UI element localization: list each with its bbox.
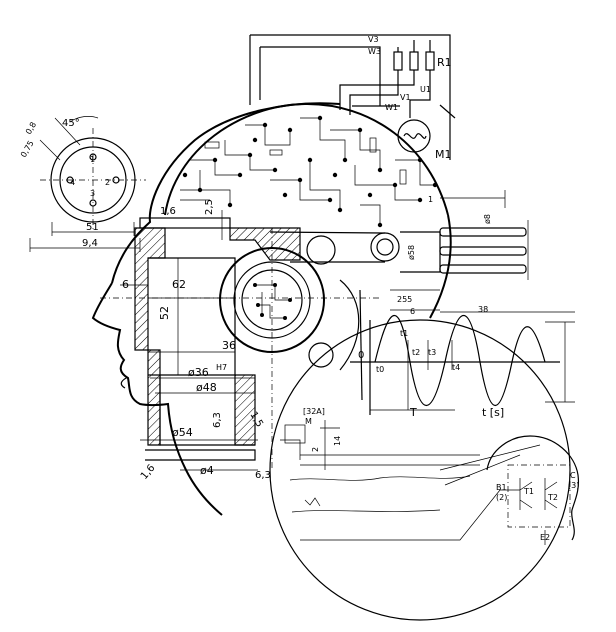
transistor-head: [439, 435, 580, 545]
label-d63b: 6,3: [255, 470, 271, 481]
label-d25: 2,5: [204, 199, 215, 215]
label-w3: W3: [368, 47, 381, 56]
label-d6b: 6: [410, 307, 415, 316]
label-e2: E2: [540, 533, 550, 542]
label-phi4: ø4: [200, 464, 214, 477]
label-m32a: [32A]: [303, 407, 325, 416]
label-pin3: 3: [90, 189, 95, 198]
label-u1: U1: [420, 85, 431, 94]
label-pin2: 2: [105, 178, 110, 187]
label-d38: 38: [478, 305, 488, 314]
dimension-lines: [120, 210, 575, 471]
label-h7: H7: [216, 363, 227, 372]
label-t2: t2: [412, 348, 420, 357]
label-d075: 0,75: [19, 139, 36, 159]
label-T: T: [409, 406, 417, 419]
label-t0: t0: [376, 365, 384, 374]
label-d1: 1: [428, 195, 433, 204]
label-phi8: ø8: [483, 214, 492, 224]
label-t4: t4: [452, 363, 460, 372]
label-t3: t3: [428, 348, 436, 357]
label-pin4: 4: [70, 178, 75, 187]
label-angle45: 45°: [62, 118, 80, 129]
label-v1: V1: [400, 93, 411, 102]
label-d52: 52: [158, 306, 171, 320]
head-profile: [91, 102, 341, 516]
label-pin1: 1: [90, 155, 95, 164]
label-d63a: 6,3: [212, 412, 223, 428]
label-phi54: ø54: [172, 426, 193, 439]
motor-circuit: [249, 34, 456, 160]
machine-section: [100, 217, 441, 470]
label-d14: 14: [333, 436, 342, 446]
label-d94: 9,4: [82, 238, 98, 249]
label-d255: 255: [397, 295, 412, 304]
lens-circuit: [253, 283, 292, 320]
label-m: M: [305, 417, 312, 426]
label-d16: 1,6: [160, 206, 176, 217]
label-phi36: ø36: [188, 366, 209, 379]
label-d16b: 1,6: [139, 463, 158, 482]
label-phi48: ø48: [196, 381, 217, 394]
connector-pins: [439, 190, 529, 280]
label-T1: T1: [523, 487, 534, 496]
label-d51: 51: [86, 222, 99, 233]
sine-graph: [350, 314, 575, 415]
label-b2: (2): [496, 493, 507, 502]
label-t1: t1: [400, 329, 408, 338]
label-ts: t [s]: [482, 406, 504, 419]
label-d08: 0,8: [24, 120, 38, 136]
label-m1: M1: [435, 148, 452, 161]
label-v3: V3: [368, 35, 379, 44]
label-d36: 36: [222, 339, 236, 352]
label-c3: (3): [568, 481, 579, 490]
label-c: C: [570, 471, 576, 480]
label-d62: 62: [172, 278, 186, 291]
flange-detail: [29, 116, 146, 252]
label-d2: 2: [311, 447, 320, 452]
label-b1: B1: [496, 483, 507, 492]
label-zero: 0: [358, 350, 364, 361]
label-d6: 6: [122, 278, 129, 291]
circuit-board: [180, 115, 438, 228]
label-w1: W1: [385, 103, 398, 112]
label-r1: R1: [437, 56, 452, 69]
label-T2: T2: [547, 493, 558, 502]
label-phi58: ø58: [407, 245, 416, 260]
